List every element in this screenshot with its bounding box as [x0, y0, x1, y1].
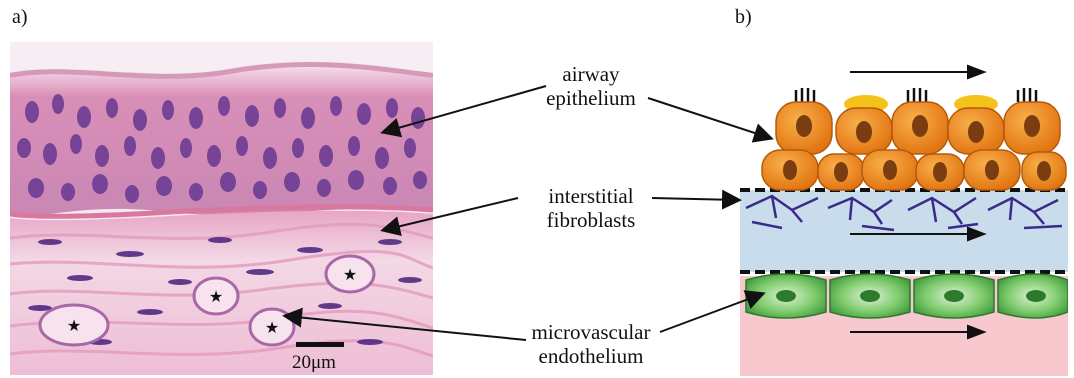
callout-interstitial-fibroblasts: interstitial fibroblasts — [481, 184, 701, 232]
scale-bar-label: 20μm — [292, 352, 336, 374]
micrograph-image: ★ ★ ★ ★ — [10, 42, 433, 375]
panel-label-b: b) — [735, 6, 752, 29]
cilia — [796, 88, 1036, 102]
callout-fibroblasts-line2: fibroblasts — [481, 208, 701, 232]
callout-microvascular-endothelium: microvascular endothelium — [481, 320, 701, 368]
svg-text:★: ★ — [209, 287, 223, 306]
callout-airway-line1: airway — [481, 62, 701, 86]
epithelial-cells — [762, 102, 1066, 190]
callout-airway-line2: epithelium — [481, 86, 701, 110]
svg-text:★: ★ — [265, 318, 279, 337]
histology-micrograph: ★ ★ ★ ★ — [10, 42, 433, 375]
panel-label-a: a) — [12, 6, 28, 29]
svg-text:★: ★ — [67, 316, 81, 335]
schematic-diagram — [732, 58, 1068, 376]
callout-endothelium-line2: endothelium — [481, 344, 701, 368]
callout-airway-epithelium: airway epithelium — [481, 62, 701, 110]
scale-bar — [296, 342, 344, 347]
svg-text:★: ★ — [343, 265, 357, 284]
callout-fibroblasts-line1: interstitial — [481, 184, 701, 208]
callout-endothelium-line1: microvascular — [481, 320, 701, 344]
schematic-image — [732, 58, 1068, 376]
